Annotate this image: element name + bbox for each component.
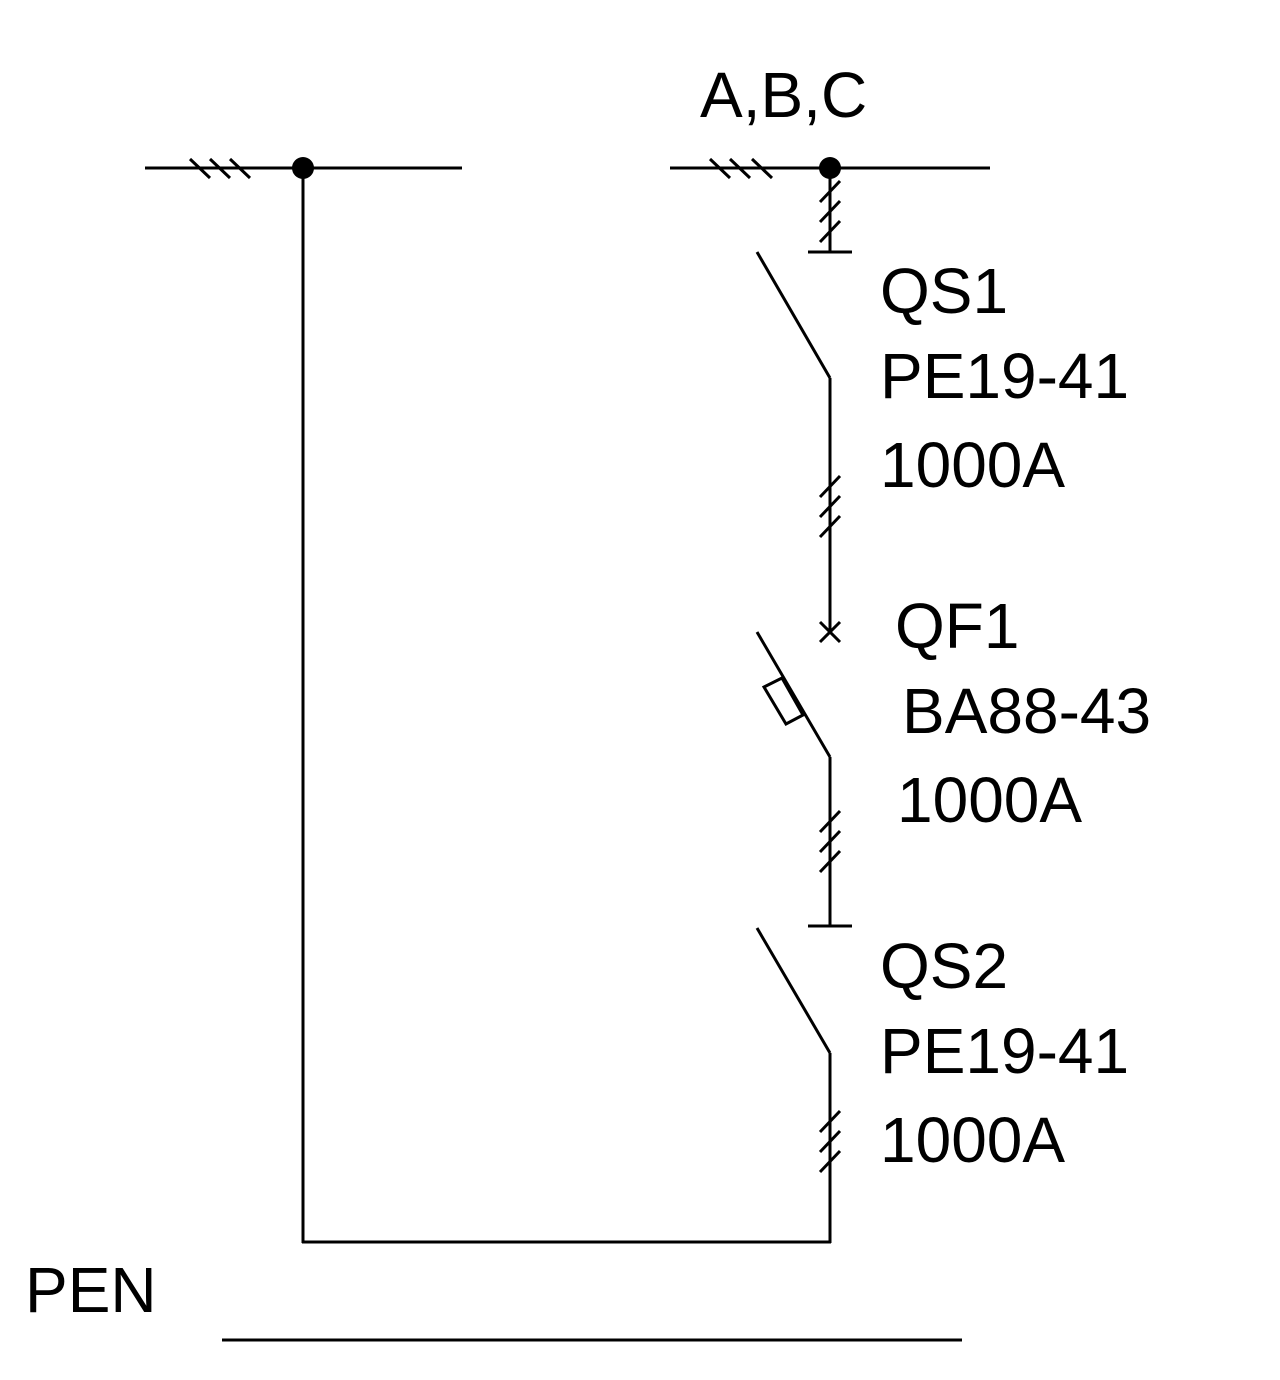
qs2-designation: QS2 xyxy=(880,930,1008,1002)
pen-label: PEN xyxy=(25,1254,157,1326)
qs1-rating: 1000A xyxy=(880,429,1065,501)
qf1-rating: 1000A xyxy=(897,764,1082,836)
disconnector-qs1 xyxy=(755,168,852,632)
qs2-rating: 1000A xyxy=(880,1104,1065,1176)
qf1-model: BA88-43 xyxy=(902,675,1151,747)
disconnector-qs2 xyxy=(755,927,842,1243)
qf1-designation: QF1 xyxy=(895,590,1019,662)
circuit-breaker-qf1 xyxy=(755,620,852,928)
qs1-designation: QS1 xyxy=(880,255,1008,327)
bus-label: A,B,C xyxy=(700,59,867,131)
qs2-model: PE19-41 xyxy=(880,1015,1129,1087)
qs1-model: PE19-41 xyxy=(880,340,1129,412)
left-bus xyxy=(145,157,462,1243)
